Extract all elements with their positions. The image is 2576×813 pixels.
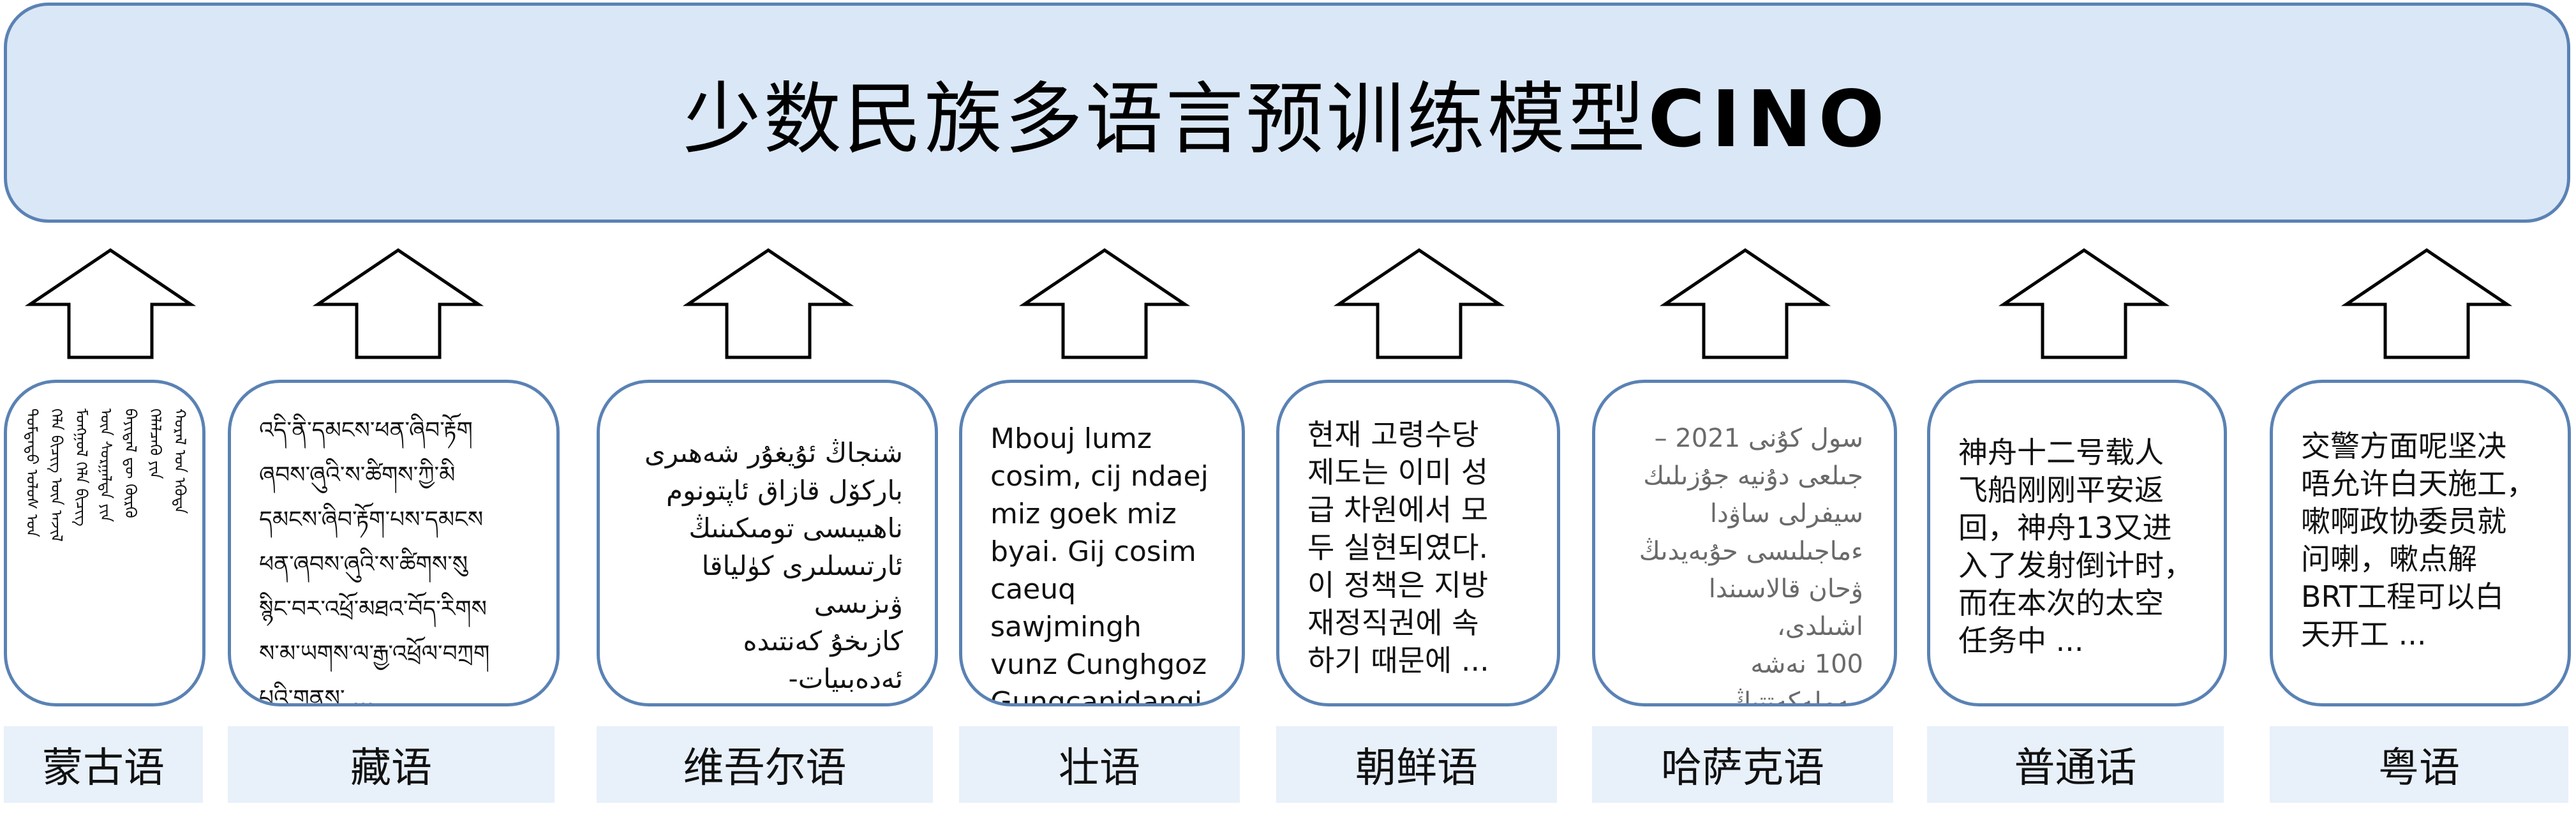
korean-sample-text: 현재 고령수당 제도는 이미 성 급 차원에서 모 두 실현되였다. 이 정책은…	[1307, 417, 1489, 678]
up-arrow-mongolian	[24, 247, 197, 361]
up-arrow-uyghur	[682, 247, 854, 361]
up-arrow-kazakh	[1659, 247, 1831, 361]
mandarin-sample-text: 神舟十二号载人 飞船刚刚平安返 回，神舟13又进 入了发射倒计时， 而在本次的太…	[1958, 435, 2193, 658]
title-model-name: CINO	[1648, 74, 1891, 165]
language-label-kazakh: 哈萨克语	[1592, 726, 1893, 803]
sample-card-uyghur: شنجاڭ ئۇيغۇر شەھىرى باركۆل قازاق ئاپتونو…	[597, 380, 938, 706]
language-label-uyghur: 维吾尔语	[597, 726, 933, 803]
title-banner: 少数民族多语言预训练模型CINO	[4, 3, 2570, 223]
zhuang-sample-text: Mbouj lumz cosim, cij ndaej miz goek miz…	[990, 422, 1209, 706]
mongolian-line: ᠬᠤᠷᠠᠯ ᠤᠨ ᠡᠭᠦᠳᠡ	[170, 408, 189, 514]
mongolian-line: ᠪᠠᠶᠢᠳᠠᠯ ᠳᠦ ᠬᠦᠷᠬᠦ	[121, 408, 140, 518]
language-label-korean: 朝鲜语	[1276, 726, 1557, 803]
tibetan-sample-text: འདི་ནི་དམངས་ཕན་ཞིབ་རྟོག ཞབས་ཞུའི་ས་ཚིགས་…	[259, 417, 490, 706]
sample-card-zhuang: Mbouj lumz cosim, cij ndaej miz goek miz…	[959, 380, 1245, 706]
sample-card-cantonese: 交警方面呢坚决 唔允许白天施工， 嗽啊政协委员就 问喇，嗽点解 BRT工程可以白…	[2270, 380, 2571, 706]
up-arrow-cantonese	[2341, 247, 2513, 361]
language-label-cantonese: 粤语	[2270, 726, 2568, 803]
sample-card-tibetan: འདི་ནི་དམངས་ཕན་ཞིབ་རྟོག ཞབས་ཞུའི་ས་ཚིགས་…	[228, 380, 560, 706]
up-arrow-korean	[1333, 247, 1505, 361]
sample-card-mongolian: ᠳᠤᠮᠳᠠᠳᠤ ᠤᠯᠤᠰ ᠤᠨ ᠬᠡᠯᠡ ᠪᠢᠴᠢᠭ ᠦᠨ ᠠᠵᠢᠯ ᠮᠣᠩᠭᠣ…	[4, 380, 205, 706]
up-arrow-zhuang	[1018, 247, 1191, 361]
mongolian-line: ᠬᠡᠯᠡᠯᠴᠡᠬᠦ ᠶᠢᠨ	[146, 408, 165, 479]
up-arrow-tibetan	[312, 247, 484, 361]
language-label-zhuang: 壮语	[959, 726, 1240, 803]
mongolian-line: ᠳᠤᠮᠳᠠᠳᠤ ᠤᠯᠤᠰ ᠤᠨ	[23, 408, 41, 537]
kazakh-sample-text: سول كۇنى 2021 – جىلعى دۇنيە جۇزىلىك سيفر…	[1639, 424, 1863, 706]
mongolian-sample-text: ᠳᠤᠮᠳᠠᠳᠤ ᠤᠯᠤᠰ ᠤᠨ ᠬᠡᠯᠡ ᠪᠢᠴᠢᠭ ᠦᠨ ᠠᠵᠢᠯ ᠮᠣᠩᠭᠣ…	[22, 408, 190, 683]
sample-card-korean: 현재 고령수당 제도는 이미 성 급 차원에서 모 두 실현되였다. 이 정책은…	[1276, 380, 1560, 706]
up-arrow-mandarin	[1998, 247, 2170, 361]
mongolian-line: ᠦᠨ ᠰᠤᠷᠭᠠᠯᠲᠠ ᠶᠢᠨ	[96, 408, 115, 523]
mongolian-line: ᠬᠡᠯᠡ ᠪᠢᠴᠢᠭ ᠦᠨ ᠠᠵᠢᠯ	[47, 408, 66, 542]
mongolian-line: ᠮᠣᠩᠭᠣᠯ ᠬᠡᠯᠡ ᠪᠢᠴᠢᠭ	[72, 408, 91, 526]
language-label-mongolian: 蒙古语	[4, 726, 203, 803]
title: 少数民族多语言预训练模型CINO	[683, 56, 1891, 169]
title-main: 少数民族多语言预训练模型	[683, 74, 1648, 165]
sample-card-mandarin: 神舟十二号载人 飞船刚刚平安返 回，神舟13又进 入了发射倒计时， 而在本次的太…	[1927, 380, 2227, 706]
language-label-mandarin: 普通话	[1927, 726, 2224, 803]
sample-card-kazakh: سول كۇنى 2021 – جىلعى دۇنيە جۇزىلىك سيفر…	[1592, 380, 1897, 706]
uyghur-sample-text: شنجاڭ ئۇيغۇر شەھىرى باركۆل قازاق ئاپتونو…	[644, 437, 903, 703]
language-label-tibetan: 藏语	[228, 726, 555, 803]
cantonese-sample-text: 交警方面呢坚决 唔允许白天施工， 嗽啊政协委员就 问喇，嗽点解 BRT工程可以白…	[2301, 429, 2536, 652]
